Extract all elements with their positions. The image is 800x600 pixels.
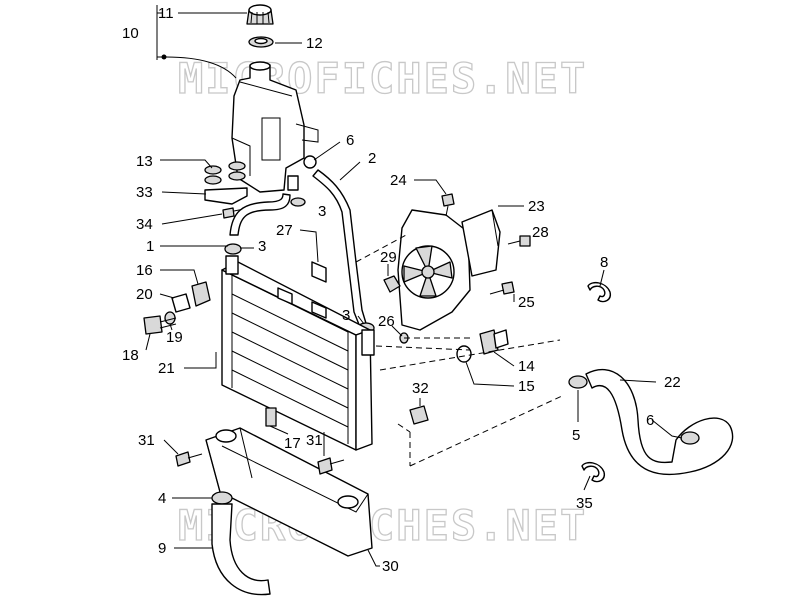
- radiator-clips: [277, 261, 327, 319]
- callout-34: 34: [136, 216, 153, 233]
- callout-26: 26: [378, 313, 395, 330]
- o-ring-15: [456, 345, 472, 363]
- callout-14: 14: [518, 358, 535, 375]
- callout-4: 4: [158, 490, 166, 507]
- coolant-hose-22: [585, 368, 734, 476]
- callout-6b: 6: [646, 412, 654, 429]
- hose-clamp-6: [680, 431, 700, 445]
- callout-30: 30: [382, 558, 399, 575]
- callout-35: 35: [576, 495, 593, 512]
- callout-3b: 3: [258, 238, 266, 255]
- cover-screw-31b: [317, 457, 345, 475]
- callout-33: 33: [136, 184, 153, 201]
- callout-1: 1: [146, 238, 154, 255]
- hose-clamp-3b: [224, 243, 242, 255]
- hose-clamp-5: [568, 375, 588, 389]
- callout-24: 24: [390, 172, 407, 189]
- connection-lines: [355, 233, 563, 467]
- fan-screw-24: [441, 193, 455, 217]
- callout-6a: 6: [346, 132, 354, 149]
- callout-18: 18: [122, 347, 139, 364]
- callout-17: 17: [284, 435, 301, 452]
- hose-tank-to-radiator: [229, 193, 291, 236]
- callout-2: 2: [368, 150, 376, 167]
- callout-29: 29: [380, 249, 397, 266]
- callout-32: 32: [412, 380, 429, 397]
- cover-screw-31a: [175, 451, 203, 467]
- callout-25: 25: [518, 294, 535, 311]
- bracket-screw: [222, 207, 245, 219]
- callout-27: 27: [276, 222, 293, 239]
- callout-31b: 31: [306, 432, 323, 449]
- callout-31a: 31: [138, 432, 155, 449]
- hose-clamp-8: [587, 281, 612, 303]
- callout-10: 10: [122, 25, 139, 42]
- callout-19: 19: [166, 329, 183, 346]
- mounting-bolt: [143, 315, 177, 335]
- callout-9: 9: [158, 540, 166, 557]
- cooling-fan-assembly: [397, 209, 501, 331]
- callout-20: 20: [136, 286, 153, 303]
- washer: [164, 311, 176, 325]
- callout-leaders: [145, 12, 683, 567]
- lower-hose-9: [211, 503, 271, 596]
- rubber-grommets: [204, 161, 246, 185]
- thermal-switch: [479, 329, 509, 355]
- callout-3c: 3: [342, 307, 350, 324]
- callout-22: 22: [664, 374, 681, 391]
- fan-screw-25: [489, 281, 515, 295]
- callout-5: 5: [572, 427, 580, 444]
- nut-29: [383, 275, 401, 293]
- callout-21: 21: [158, 360, 175, 377]
- expansion-tank-cap: [246, 4, 274, 25]
- callout-labels: 11 10 12 6 2 13 24 33 3 23 34 28 1 3 27 …: [122, 5, 681, 575]
- callout-28: 28: [532, 224, 549, 241]
- callout-13: 13: [136, 153, 153, 170]
- hose-clamp-35: [581, 461, 606, 483]
- rubber-spacer-32: [409, 405, 429, 425]
- group-bracket-10: [156, 5, 237, 79]
- watermark-bottom: MICROFICHES.NET: [178, 501, 587, 550]
- callout-11: 11: [158, 5, 174, 22]
- callout-12: 12: [306, 35, 323, 52]
- expansion-tank: [231, 61, 319, 193]
- callout-16: 16: [136, 262, 153, 279]
- callout-23: 23: [528, 198, 545, 215]
- cap-seal-ring: [248, 36, 274, 48]
- hose-clamp-4: [211, 491, 233, 505]
- callout-3a: 3: [318, 203, 326, 220]
- spacer-bushing: [171, 293, 191, 313]
- radiator-rubber-mount: [191, 281, 211, 307]
- callout-8: 8: [600, 254, 608, 271]
- fan-screw-28: [507, 235, 531, 247]
- callout-15: 15: [518, 378, 535, 395]
- hose-clamp-3a: [290, 197, 306, 207]
- tank-bracket: [204, 187, 248, 205]
